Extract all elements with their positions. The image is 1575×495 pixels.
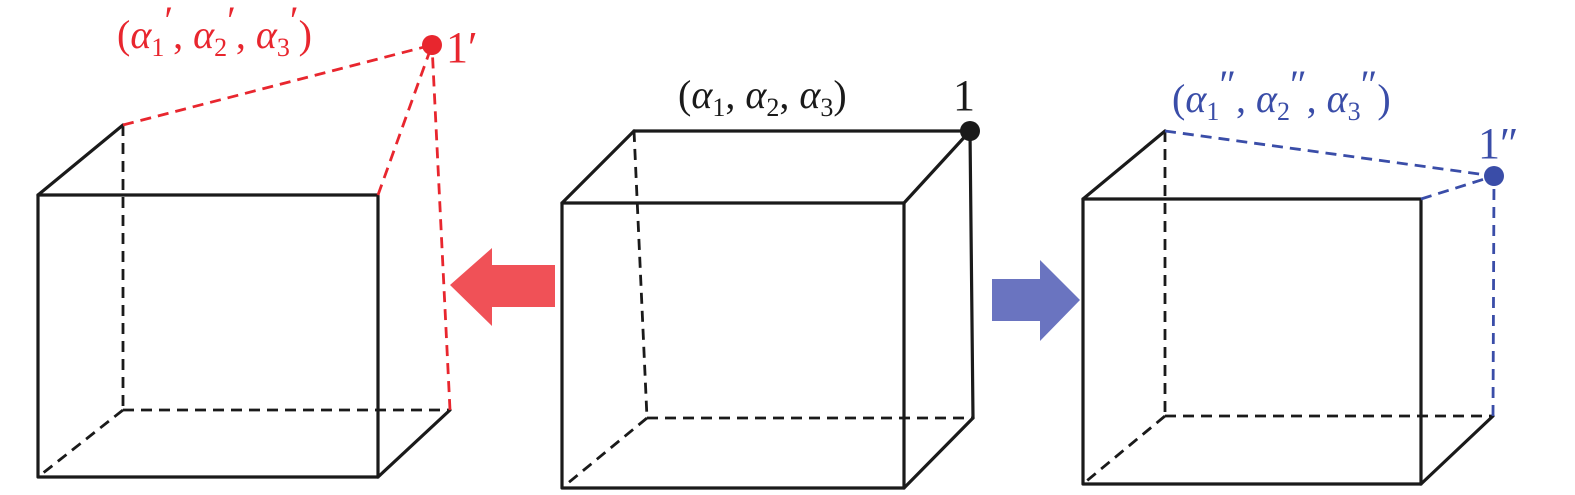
right-cube-displaced-edge: [1420, 174, 1495, 201]
center-cube-hidden-edge: [632, 130, 649, 419]
left-cube-edge: [36, 123, 125, 197]
center-cube-hidden-edge: [561, 416, 648, 490]
center-cube-edge: [902, 416, 975, 490]
center-cube-edge: [968, 129, 975, 420]
center-cube-corner-point: [960, 121, 980, 141]
center-cube-edge: [560, 129, 636, 205]
center-cube-edge: [902, 129, 972, 205]
right-cube: 1″ (α1″, α2″, α3″): [1081, 62, 1518, 486]
left-cube-front-face: [36, 193, 380, 479]
right-cube-corner-label: 1″: [1478, 119, 1518, 168]
right-cube-coords: (α1″, α2″, α3″): [1172, 62, 1391, 126]
right-arrow: [992, 260, 1080, 341]
left-arrow: [450, 248, 555, 326]
left-cube-corner-point: [422, 35, 442, 55]
left-cube-coords: (α1′, α2′, α3′): [117, 0, 312, 62]
left-cube-hidden-edge: [37, 408, 124, 479]
right-cube-displaced-edge: [1164, 129, 1495, 178]
center-cube-coords: (α1, α2, α3): [678, 72, 847, 122]
right-cube-displaced-edge: [1491, 175, 1496, 417]
left-cube-corner-label: 1′: [446, 23, 478, 72]
center-cube: 1 (α1, α2, α3): [560, 71, 980, 490]
left-cube-displaced-edge: [376, 44, 434, 196]
right-cube-edge: [1081, 129, 1167, 201]
left-cube-displaced-edge: [430, 44, 452, 411]
center-cube-corner-label: 1: [953, 71, 975, 120]
right-cube-corner-point: [1484, 166, 1504, 186]
left-cube-edge: [376, 408, 452, 479]
right-cube-hidden-edge: [1082, 414, 1166, 486]
left-cube: 1′ (α1′, α2′, α3′): [36, 0, 478, 479]
right-cube-edge: [1419, 414, 1495, 486]
